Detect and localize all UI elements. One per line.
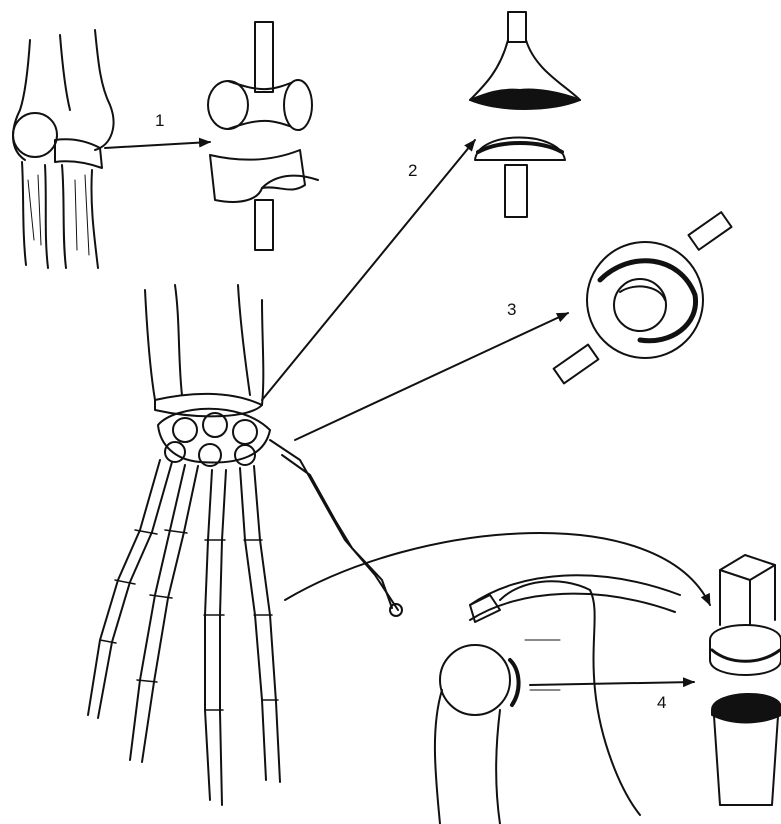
saddle-joint-model bbox=[470, 12, 580, 217]
shoulder-bones bbox=[435, 575, 680, 824]
hand-skeleton bbox=[88, 285, 402, 805]
elbow-bones bbox=[13, 30, 114, 268]
hinge-joint-model bbox=[208, 22, 318, 250]
arrow-2 bbox=[262, 140, 475, 400]
pivot-joint-model bbox=[710, 555, 781, 805]
label-3: 3 bbox=[507, 300, 516, 319]
arrow-3 bbox=[295, 313, 568, 440]
arrows bbox=[105, 140, 710, 685]
label-2: 2 bbox=[408, 161, 417, 180]
label-1: 1 bbox=[155, 111, 164, 130]
ball-socket-model bbox=[554, 212, 732, 383]
arrow-1 bbox=[105, 142, 210, 148]
arrow-4 bbox=[530, 682, 694, 685]
label-4: 4 bbox=[657, 693, 666, 712]
